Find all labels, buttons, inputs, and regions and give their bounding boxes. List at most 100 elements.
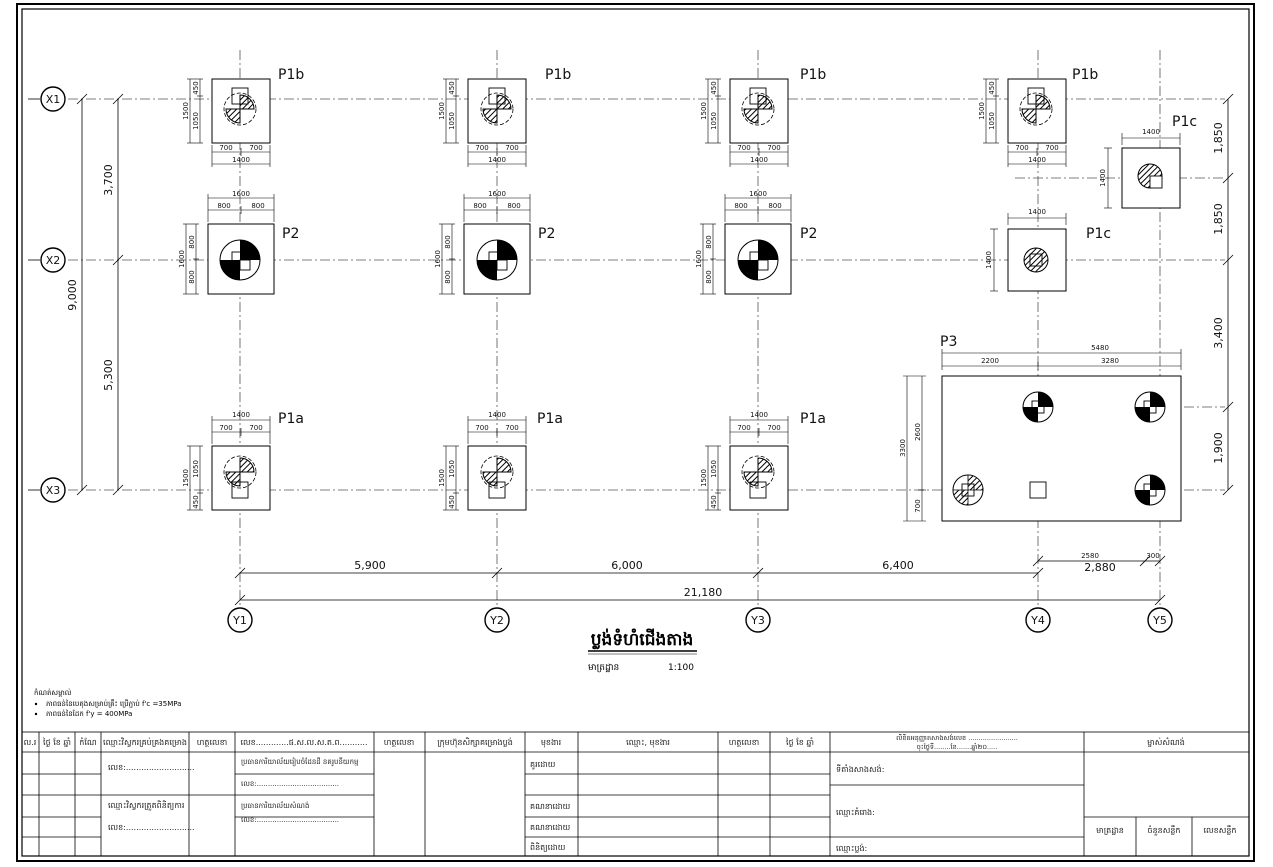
footing-p1c-2: 1400 1400 P1c (985, 208, 1111, 292)
tb-header-company: ក្រុមហ៊ុនសិក្សាគម្រោងប្លង់ (437, 737, 513, 748)
dim-800: 800 (768, 202, 781, 210)
dim-x-total: 9,000 (66, 279, 79, 311)
tb-header-signature: ហត្ថលេខា (729, 738, 759, 747)
tb-header-date: ថ្ងៃ ខែ ឆ្នាំ (42, 737, 71, 747)
dim-800: 800 (217, 202, 230, 210)
title-block (21, 731, 1250, 857)
dim-1400: 1400 (1028, 208, 1046, 216)
tb-permit: លិខិតអនុញ្ញាតសាងសង់លេខ .................… (896, 733, 1018, 743)
dim-y4-sub-a: 2580 (1081, 552, 1099, 560)
dim-1400: 1400 (750, 411, 768, 419)
dim-450: 450 (988, 81, 996, 94)
footing-label-p1c: P1c (1086, 226, 1111, 242)
footing-label-p1a: P1a (278, 411, 304, 427)
axis-label-y5: Y5 (1152, 614, 1167, 627)
tb-header-no: ល.រ (24, 738, 37, 747)
outer-border (16, 3, 1255, 862)
dim-1500: 1500 (700, 102, 708, 120)
footing-label-p3: P3 (940, 334, 957, 350)
tb-ministry-no: លេខ:....................................… (241, 780, 339, 788)
dim-800: 800 (705, 270, 713, 283)
dim-3300: 3300 (899, 439, 907, 457)
dim-right-4: 1,900 (1212, 432, 1225, 464)
dim-450: 450 (710, 495, 718, 508)
dim-x2-x3: 5,300 (102, 359, 115, 391)
axis-label-x1: X1 (46, 93, 61, 106)
dim-right-2: 1,850 (1212, 203, 1225, 235)
dim-1050: 1050 (710, 112, 718, 130)
dim-700: 700 (219, 424, 232, 432)
axis-bubble-y4 (1025, 607, 1051, 633)
dim-700: 700 (505, 144, 518, 152)
tb-owner: ម្ចាស់សំណង់ (1147, 737, 1185, 747)
dim-700: 700 (249, 424, 262, 432)
dim-700: 700 (249, 144, 262, 152)
dim-800: 800 (188, 235, 196, 248)
dim-700: 700 (505, 424, 518, 432)
footing-p2-1: 1600 800 800 1600 800 800 P2 (178, 190, 299, 295)
axis-label-y2: Y2 (489, 614, 504, 627)
axis-label-y4: Y4 (1030, 614, 1045, 627)
dim-450: 450 (192, 81, 200, 94)
dim-1600: 1600 (232, 190, 250, 198)
tb-project: ឈ្មោះគំរោង: (836, 807, 875, 817)
footing-label-p1b: P1b (800, 67, 826, 83)
axis-bubble-y5 (1147, 607, 1173, 633)
dim-450: 450 (710, 81, 718, 94)
dim-y4-y5: 2,880 (1084, 561, 1116, 574)
dim-1600: 1600 (178, 250, 186, 268)
dim-1600: 1600 (749, 190, 767, 198)
dim-700: 700 (475, 144, 488, 152)
dim-700: 700 (767, 144, 780, 152)
dim-450: 450 (192, 495, 200, 508)
dim-1400: 1400 (1099, 169, 1107, 187)
dim-1500: 1500 (182, 102, 190, 120)
axis-label-x2: X2 (46, 254, 61, 267)
dim-1050: 1050 (448, 460, 456, 478)
footing-label-p2: P2 (800, 226, 817, 242)
dim-1400: 1400 (985, 251, 993, 269)
footing-p1c-1: 1400 1400 P1c (1099, 114, 1197, 209)
dim-700: 700 (475, 424, 488, 432)
dimension-left (76, 93, 124, 496)
note-line: ភាពធន់នៃដែក f'y = 400MPa (46, 709, 132, 718)
footing-p2-3: 1600 800 800 1600 800 800 P2 (695, 190, 817, 295)
tb-sheet-count: ចំនួនសន្លឹក (1147, 825, 1180, 836)
dim-1400: 1400 (232, 411, 250, 419)
tb-calculated-by: គណនាដោយ (530, 802, 571, 811)
dim-right-3: 3,400 (1212, 317, 1225, 349)
footing-p1b-1: 700 700 1400 1500 450 1050 P1b (182, 67, 304, 167)
dim-2200: 2200 (981, 357, 999, 365)
dim-1500: 1500 (438, 102, 446, 120)
footing-label-p1c: P1c (1172, 114, 1197, 130)
dim-1050: 1050 (710, 460, 718, 478)
x-axis-bubbles: X1 X2 X3 (28, 86, 66, 503)
axis-label-y3: Y3 (750, 614, 765, 627)
dim-800: 800 (444, 270, 452, 283)
dim-800: 800 (444, 235, 452, 248)
axis-bubble-y3 (745, 607, 771, 633)
dim-700: 700 (1015, 144, 1028, 152)
dim-450: 450 (448, 495, 456, 508)
dim-1400: 1400 (232, 156, 250, 164)
dim-total-width: 21,180 (684, 586, 723, 599)
footing-label-p1b: P1b (278, 67, 304, 83)
tb-checked-by: ពិនិត្យដោយ (530, 842, 566, 852)
notes-heading: កំណត់សម្គាល់ (34, 688, 72, 697)
dim-5480: 5480 (1091, 344, 1109, 352)
footing-label-p1a: P1a (537, 411, 563, 427)
footing-p1a-3: 1400 700 700 1500 1050 450 P1a (700, 411, 826, 511)
footing-label-p1a: P1a (800, 411, 826, 427)
dim-2600: 2600 (914, 423, 922, 441)
dimension-right (1222, 93, 1234, 496)
tb-header-license: លេខ.............ផ.ស.ល.ស.ត.ព........... (240, 738, 367, 747)
footing-p1b-3: 700 700 1400 1500 450 1050 P1b (700, 67, 826, 167)
dim-700: 700 (219, 144, 232, 152)
dim-1400: 1400 (750, 156, 768, 164)
tb-header-date: ថ្ងៃ ខែ ឆ្នាំ (785, 737, 814, 747)
tb-calculated-by: គណនាដោយ (530, 823, 571, 832)
note-line: ភាពធន់នៃបេតុងសម្រាប់គ្រឹះ ប្រើភ្ជាប់ f'c… (46, 699, 181, 709)
dim-y3-y4: 6,400 (882, 559, 914, 572)
axis-bubble-x3 (40, 477, 66, 503)
axis-label-y1: Y1 (232, 614, 247, 627)
